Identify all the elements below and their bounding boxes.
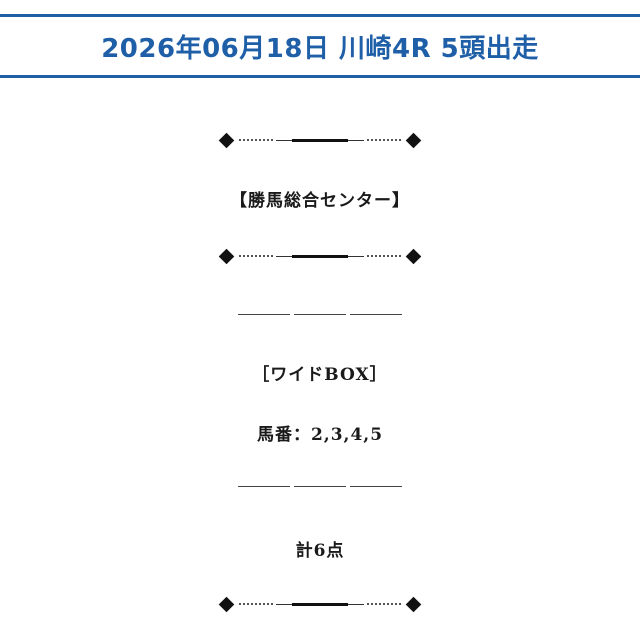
ornament-top [0, 130, 640, 150]
bet-type: ［ワイドBOX］ [252, 365, 388, 385]
diamond-ornament [217, 594, 423, 614]
bet-type-row: ［ワイドBOX］ [0, 360, 640, 385]
diamond-icon [218, 248, 235, 264]
line-divider [238, 314, 402, 315]
diamond-icon [218, 132, 235, 148]
divider-top [0, 314, 640, 315]
horse-numbers: 馬番：2,3,4,5 [256, 425, 384, 445]
diamond-icon [405, 248, 422, 264]
diamond-icon [405, 132, 422, 148]
ornament-bottom [0, 594, 640, 614]
diamond-icon [405, 596, 422, 612]
divider-bottom [0, 486, 640, 487]
diamond-icon [218, 596, 235, 612]
race-title: 2026年06月18日 川崎4R 5頭出走 [101, 33, 539, 64]
ornament-middle [0, 246, 640, 266]
center-title: 【勝馬総合センター】 [230, 191, 410, 211]
center-title-row: 【勝馬総合センター】 [0, 186, 640, 211]
page-header: 2026年06月18日 川崎4R 5頭出走 [0, 14, 640, 78]
diamond-ornament [217, 246, 423, 266]
line-divider [238, 486, 402, 487]
total-row: 計6点 [0, 536, 640, 561]
total-points: 計6点 [295, 541, 345, 561]
horse-numbers-row: 馬番：2,3,4,5 [0, 420, 640, 445]
diamond-ornament [217, 130, 423, 150]
